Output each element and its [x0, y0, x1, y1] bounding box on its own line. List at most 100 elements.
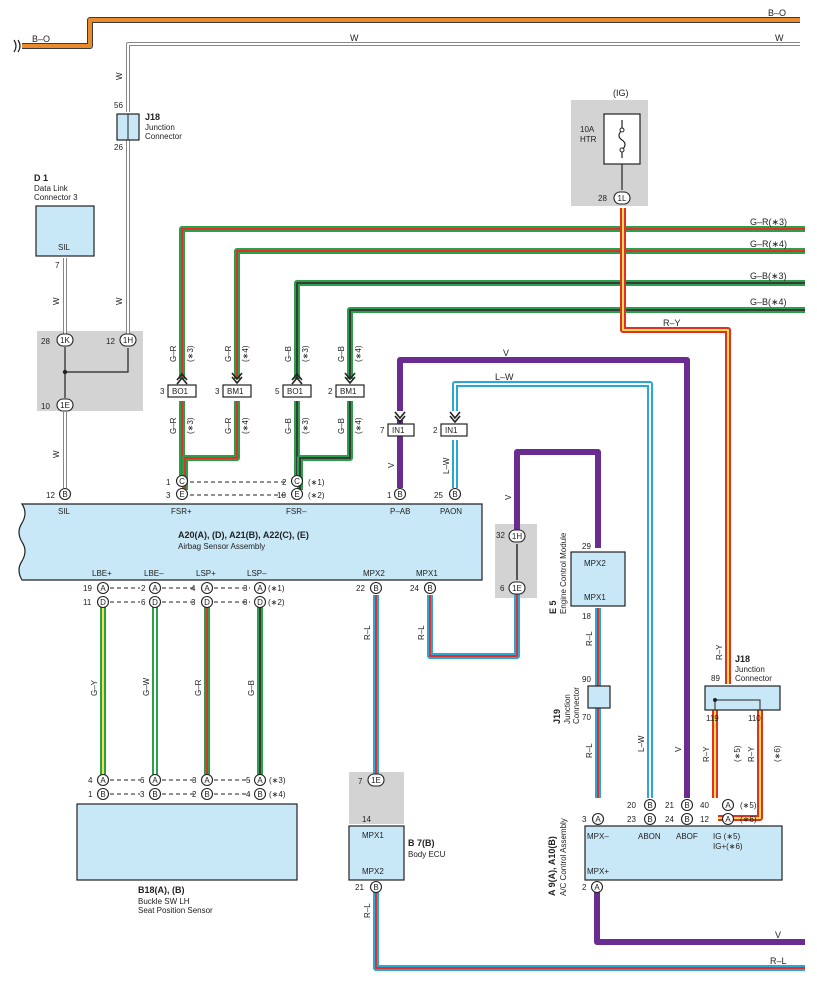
pin-number: 40	[700, 801, 709, 810]
pin-number: 4	[88, 776, 93, 785]
pin-letter: A	[100, 776, 106, 785]
note-ref: (∗5)	[740, 801, 757, 810]
pin-circle: B	[253, 787, 267, 801]
terminal-label: MPX1	[416, 569, 438, 578]
wire-label: B–O	[768, 8, 786, 18]
pin-number: 6	[140, 776, 145, 785]
wire-label: V	[775, 930, 781, 940]
wire-gb3	[294, 280, 805, 379]
pin-number: 90	[582, 675, 591, 684]
pin-letter: B	[152, 790, 157, 799]
wire-label: W	[775, 33, 784, 43]
pin-letter: C	[294, 477, 300, 486]
pin-number: 3	[215, 387, 220, 396]
terminal-label: LBE+	[92, 569, 112, 578]
wire-gb-lower	[294, 401, 353, 490]
pin-number: 28	[41, 337, 50, 346]
pin-letter: B	[257, 790, 262, 799]
note-ref: (∗1)	[268, 584, 285, 593]
wire-label: (∗6)	[773, 745, 782, 762]
note-ref: (∗2)	[268, 598, 285, 607]
junction-pin-oval: 1E	[508, 581, 526, 595]
pin-letter: B	[647, 801, 652, 810]
connector-name: IN1	[392, 426, 405, 435]
wire-label: W	[115, 72, 124, 80]
wire-label: (∗3)	[186, 417, 195, 434]
ecm-name: Engine Control Module	[559, 532, 568, 614]
buckle-name: Seat Position Sensor	[138, 906, 213, 915]
pin-letter: E	[179, 490, 184, 499]
pin-letter: B	[684, 801, 689, 810]
wire-label: W	[350, 33, 359, 43]
pin-circle: A	[253, 773, 267, 787]
terminal-label: MPX–	[587, 832, 609, 841]
pin-letter: A	[257, 584, 263, 593]
j18-top-name: Connector	[145, 132, 182, 141]
wire-label: W	[52, 450, 61, 458]
pin-circle: B	[148, 787, 162, 801]
pin-number: 7	[55, 261, 60, 270]
fuse-supply: (IG)	[613, 88, 629, 98]
connector-name: BM1	[340, 387, 357, 396]
wire-gr3	[179, 226, 805, 379]
pin-number: 23	[627, 815, 636, 824]
fuse-rating: 10A	[580, 125, 595, 134]
wire-label: V	[387, 462, 396, 468]
wire-gr-lower	[179, 401, 240, 490]
pin-circle: B	[448, 487, 462, 501]
d1-connector-box	[35, 205, 95, 257]
pin-letter: B	[427, 584, 432, 593]
pin-letter: 1E	[512, 584, 522, 593]
airbag-name: Airbag Sensor Assembly	[178, 542, 265, 551]
terminal-label: FSR–	[286, 507, 307, 516]
junction-pin-oval: 1H	[119, 333, 137, 347]
ecm-box	[570, 551, 626, 607]
pin-number: 21	[665, 801, 674, 810]
wire-lw	[452, 381, 653, 798]
wire-label: W	[115, 297, 124, 305]
d1-id: D 1	[34, 173, 48, 183]
wire-label: B–O	[32, 34, 50, 44]
wire-label: R–L	[417, 625, 426, 640]
pin-circle: E	[290, 487, 304, 501]
wire-label: (∗3)	[186, 345, 195, 362]
pin-circle: B	[369, 880, 383, 894]
wire-label: G–B(∗3)	[750, 271, 787, 281]
wire-gb4	[347, 307, 805, 379]
terminal-label: MPX2	[584, 559, 606, 568]
buckle-title: B18(A), (B)	[138, 885, 185, 895]
junction-pin-oval: 1L	[613, 191, 631, 205]
pin-letter: B	[373, 584, 378, 593]
pin-number: 12	[46, 491, 55, 500]
pin-circle: A	[148, 773, 162, 787]
pin-circle: A	[590, 880, 604, 894]
pin-number: 29	[582, 542, 591, 551]
wire-label: G–B(∗4)	[750, 297, 787, 307]
pin-circle: B	[643, 798, 657, 812]
wire-label: L–W	[495, 372, 514, 382]
pin-number: 10	[277, 491, 286, 500]
pin-number: 4	[191, 584, 196, 593]
wire-label: G–R	[169, 345, 178, 362]
wire-label: G–R	[194, 679, 203, 696]
wire-label: G–B	[337, 346, 346, 362]
pin-number: 11	[83, 598, 92, 607]
chevron-arrows	[176, 372, 461, 424]
wire-label: G–R	[224, 345, 233, 362]
pin-number: 32	[496, 531, 505, 540]
pin-number: 24	[665, 815, 674, 824]
ac-control-box	[584, 825, 783, 881]
terminal-label: IG+(∗6)	[713, 842, 743, 851]
pin-number: 1	[88, 790, 93, 799]
pin-circle: A	[721, 812, 735, 826]
j19-name: Connector	[572, 687, 581, 724]
connector-name: BO1	[287, 387, 304, 396]
connector-name: BM1	[227, 387, 244, 396]
wire-label: G–B	[337, 418, 346, 434]
pin-circle: A	[721, 798, 735, 812]
terminal-label: MPX1	[362, 831, 384, 840]
wire-label: G–B	[284, 346, 293, 362]
terminal-label: MPX2	[362, 867, 384, 876]
wire-label: G–R(∗3)	[750, 217, 787, 227]
pin-number: 1	[387, 491, 392, 500]
